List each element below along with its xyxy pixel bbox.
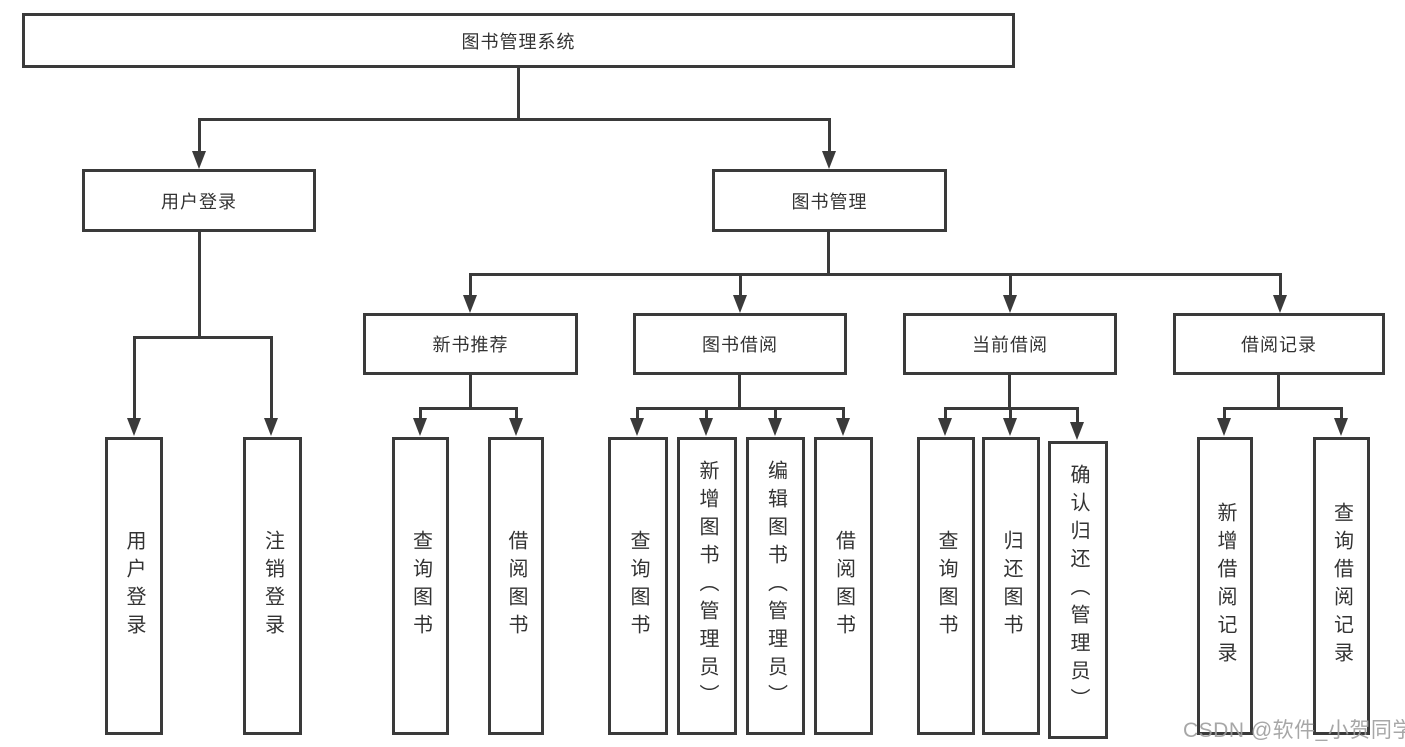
- connector-segment: [1340, 407, 1343, 420]
- node-book-management: 图书管理: [712, 169, 947, 232]
- node-leaf-user-login: 用户登录: [105, 437, 163, 735]
- connector-segment: [1009, 407, 1012, 420]
- node-label: 当前借阅: [972, 335, 1048, 355]
- node-label: 编辑图书（管理员）: [764, 460, 787, 712]
- node-label: 用户登录: [161, 191, 237, 212]
- arrowhead-icon: [413, 418, 427, 436]
- connector-segment: [1009, 273, 1012, 297]
- node-label: 确认归还（管理员）: [1067, 464, 1089, 716]
- arrowhead-icon: [699, 418, 713, 436]
- connector-segment: [828, 118, 831, 153]
- node-leaf-confirm-return-admin: 确认归还（管理员）: [1048, 441, 1108, 739]
- arrowhead-icon: [938, 418, 952, 436]
- node-label: 查询图书: [409, 530, 432, 642]
- arrowhead-icon: [264, 418, 278, 436]
- connector-segment: [469, 375, 472, 407]
- node-user-login: 用户登录: [82, 169, 316, 232]
- node-label: 图书管理系统: [461, 31, 576, 52]
- csdn-watermark: CSDN @软件_小贺同学: [1183, 719, 1405, 742]
- node-leaf-return-book: 归还图书: [982, 437, 1040, 735]
- node-leaf-query-book-borrowing: 查询图书: [608, 437, 668, 735]
- arrowhead-icon: [822, 151, 836, 169]
- connector-segment: [1279, 273, 1282, 297]
- connector-segment: [738, 375, 741, 407]
- arrowhead-icon: [1217, 418, 1231, 436]
- arrowhead-icon: [192, 151, 206, 169]
- node-leaf-query-book-current: 查询图书: [917, 437, 975, 735]
- connector-segment: [1008, 375, 1011, 407]
- connector-segment: [515, 407, 518, 420]
- node-leaf-borrow-book-borrowing: 借阅图书: [814, 437, 873, 735]
- connector-segment: [419, 407, 518, 410]
- arrowhead-icon: [630, 418, 644, 436]
- arrowhead-icon: [1273, 295, 1287, 313]
- connector-segment: [198, 118, 831, 121]
- arrowhead-icon: [127, 418, 141, 436]
- arrowhead-icon: [509, 418, 523, 436]
- arrowhead-icon: [733, 295, 747, 313]
- connector-segment: [842, 407, 845, 420]
- node-root: 图书管理系统: [22, 13, 1015, 68]
- node-new-book-recommend: 新书推荐: [363, 313, 578, 375]
- node-leaf-query-borrow-record: 查询借阅记录: [1313, 437, 1370, 735]
- node-label: 新增图书（管理员）: [696, 460, 718, 712]
- connector-segment: [517, 68, 520, 118]
- connector-segment: [1223, 407, 1226, 420]
- node-leaf-logout: 注销登录: [243, 437, 302, 735]
- node-current-borrowing: 当前借阅: [903, 313, 1117, 375]
- connector-segment: [739, 273, 742, 297]
- connector-segment: [133, 336, 136, 420]
- node-label: 查询借阅记录: [1330, 502, 1353, 670]
- connector-segment: [1076, 407, 1079, 424]
- connector-segment: [469, 273, 472, 297]
- arrowhead-icon: [768, 418, 782, 436]
- arrowhead-icon: [1003, 295, 1017, 313]
- connector-segment: [1223, 407, 1343, 410]
- arrowhead-icon: [1070, 422, 1084, 440]
- node-leaf-borrow-book-recommend: 借阅图书: [488, 437, 544, 735]
- node-book-borrowing: 图书借阅: [633, 313, 847, 375]
- connector-segment: [198, 118, 201, 153]
- arrowhead-icon: [836, 418, 850, 436]
- node-label: 归还图书: [1000, 530, 1022, 642]
- connector-segment: [827, 232, 830, 273]
- node-label: 图书管理: [791, 191, 868, 212]
- node-leaf-add-borrow-record: 新增借阅记录: [1197, 437, 1253, 735]
- node-label: 图书借阅: [702, 335, 778, 355]
- node-label: 新增借阅记录: [1214, 502, 1236, 670]
- connector-segment: [270, 336, 273, 420]
- node-leaf-add-book-admin: 新增图书（管理员）: [677, 437, 737, 735]
- node-borrowing-records: 借阅记录: [1173, 313, 1385, 375]
- arrowhead-icon: [463, 295, 477, 313]
- connector-segment: [636, 407, 639, 420]
- node-label: 查询图书: [627, 530, 649, 642]
- node-leaf-query-book-recommend: 查询图书: [392, 437, 449, 735]
- connector-segment: [1277, 375, 1280, 407]
- arrowhead-icon: [1003, 418, 1017, 436]
- arrowhead-icon: [1334, 418, 1348, 436]
- connector-segment: [636, 407, 845, 410]
- connector-segment: [469, 273, 1282, 276]
- connector-segment: [133, 336, 273, 339]
- connector-segment: [198, 232, 201, 336]
- node-label: 注销登录: [261, 530, 284, 642]
- node-label: 用户登录: [123, 530, 145, 642]
- node-label: 查询图书: [935, 530, 957, 642]
- node-label: 借阅图书: [832, 530, 855, 642]
- node-leaf-edit-book-admin: 编辑图书（管理员）: [746, 437, 805, 735]
- node-label: 借阅图书: [505, 530, 527, 642]
- node-label: 借阅记录: [1241, 335, 1317, 355]
- node-label: 新书推荐: [432, 335, 509, 355]
- connector-segment: [419, 407, 422, 420]
- connector-segment: [774, 407, 777, 420]
- connector-segment: [944, 407, 947, 420]
- connector-segment: [705, 407, 708, 420]
